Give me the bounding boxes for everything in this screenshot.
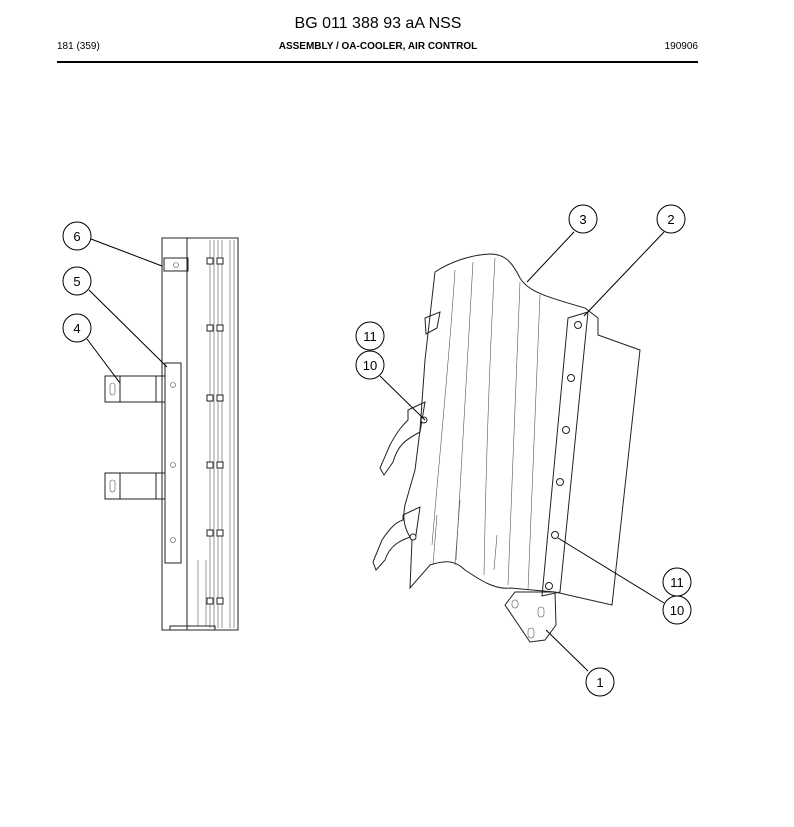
callout-2: 2 [656, 204, 686, 234]
side-brackets [104, 375, 166, 500]
document-date: 190906 [664, 41, 698, 52]
svg-text:6: 6 [73, 229, 80, 244]
bottom-bracket [504, 591, 557, 643]
bottom-flange [169, 625, 216, 631]
side-rail [541, 311, 589, 597]
svg-text:10: 10 [363, 358, 377, 373]
top-bracket [163, 257, 189, 272]
housing-frame [161, 237, 239, 631]
section-title: ASSEMBLY / OA-COOLER, AIR CONTROL [278, 41, 478, 52]
rail-fasteners [545, 321, 582, 590]
header-rule [57, 61, 698, 63]
svg-text:11: 11 [670, 575, 684, 590]
callout-11-left: 11 [355, 321, 385, 351]
svg-text:4: 4 [73, 321, 80, 336]
callout-3: 3 [568, 204, 598, 234]
iso-view-cover [372, 253, 641, 643]
mounting-plate [164, 362, 182, 564]
svg-text:3: 3 [579, 212, 586, 227]
leader-lines [86, 231, 665, 672]
callout-1: 1 [585, 667, 615, 697]
svg-text:5: 5 [73, 274, 80, 289]
side-view-assembly [104, 237, 239, 631]
left-hooks [372, 311, 441, 571]
svg-text:2: 2 [667, 212, 674, 227]
svg-text:10: 10 [670, 603, 684, 618]
callout-6: 6 [62, 221, 92, 251]
rail-bolts [206, 257, 224, 605]
page-number: 181 (359) [57, 41, 100, 52]
svg-text:11: 11 [363, 329, 377, 344]
document-title: BG 011 388 93 aA NSS [294, 15, 462, 32]
callout-5: 5 [62, 266, 92, 296]
callout-10-left: 10 [355, 350, 385, 380]
callout-10-right: 10 [662, 595, 692, 625]
callout-4: 4 [62, 313, 92, 343]
callout-11-right: 11 [662, 567, 692, 597]
cooler-cover [403, 253, 641, 606]
svg-text:1: 1 [596, 675, 603, 690]
